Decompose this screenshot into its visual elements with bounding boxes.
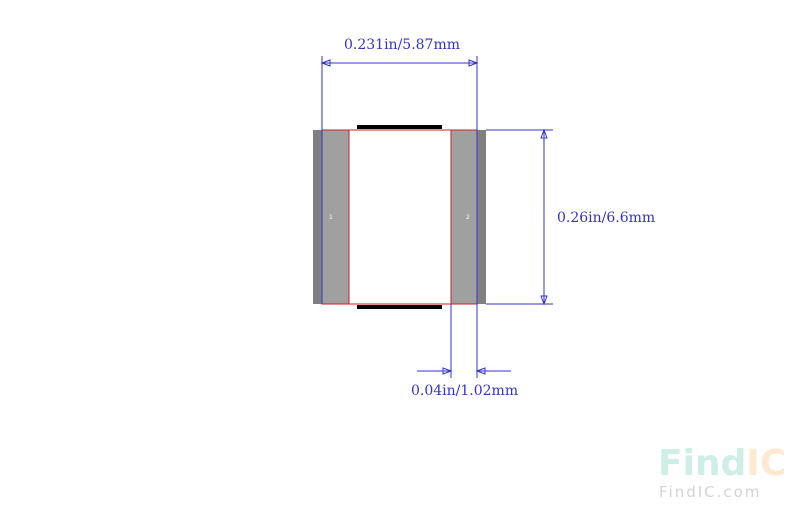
pad-right [451,130,477,304]
silkscreen-bottom [357,305,442,309]
pad-arrow-left [442,367,453,375]
pad-left-outer [313,130,322,304]
pad-left [322,130,349,304]
watermark-logo-find: Find [658,443,746,484]
pad-width-label: 0.04in/1.02mm [411,383,518,399]
width-arrow-right [468,59,479,67]
height-arrow-bottom [540,295,548,306]
pad-arrow-right [475,367,486,375]
pad-right-outer [477,130,486,304]
pad-number-2: 2 [466,214,470,221]
watermark-logo: FindIC [658,443,786,484]
width-label: 0.231in/5.87mm [344,37,460,53]
height-arrow-top [540,128,548,139]
height-label: 0.26in/6.6mm [557,210,655,226]
silkscreen-top [357,125,442,129]
pad-number-1: 1 [329,214,333,221]
watermark-logo-ic: IC [746,443,786,484]
watermark-url: FindIC.com [659,483,761,501]
width-arrow-left [320,59,331,67]
